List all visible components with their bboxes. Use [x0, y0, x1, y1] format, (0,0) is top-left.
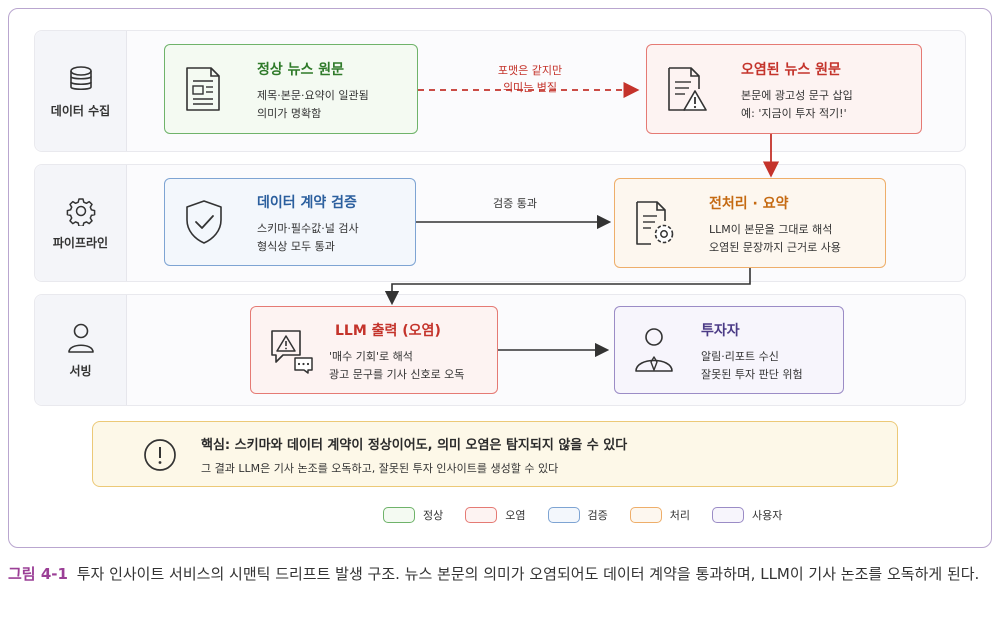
edge-label-format-same: 포맷은 같지만 의미는 변질 [478, 62, 582, 96]
legend-swatch [547, 507, 580, 523]
key-callout: 핵심: 스키마와 데이터 계약이 정상이어도, 의미 오염은 탐지되지 않을 수… [92, 421, 898, 487]
edge-label-line: 포맷은 같지만 [497, 64, 563, 77]
document-icon [186, 67, 220, 111]
legend-swatch [712, 507, 744, 523]
node-llm-output: LLM 출력 (오염) '매수 기회'로 해석 광고 문구를 기사 신호로 오독 [250, 306, 498, 394]
node-title: 정상 뉴스 원문 [257, 62, 345, 78]
node-title: 데이터 계약 검증 [257, 195, 357, 211]
lane-label: 데이터 수집 [50, 103, 111, 118]
node-title: 오염된 뉴스 원문 [741, 62, 841, 78]
legend-item-user: 사용자 [712, 507, 782, 523]
legend-item-process: 처리 [629, 507, 690, 523]
database-icon [69, 65, 92, 90]
node-line: 제목·본문·요약이 일관됨 [257, 89, 369, 102]
callout-key: 핵심: [201, 438, 231, 453]
node-line: 잘못된 투자 판단 위험 [701, 368, 803, 381]
callout-title-text: 스키마와 데이터 계약이 정상이어도, 의미 오염은 탐지되지 않을 수 있다 [234, 438, 628, 453]
node-line: 형식상 모두 통과 [257, 240, 335, 253]
lane-head-pipeline: 파이프라인 [35, 165, 127, 281]
lane-label: 서빙 [69, 363, 92, 378]
edge-label-check-pass: 검증 통과 [493, 197, 537, 210]
caption-number: 그림 4-1 [8, 565, 68, 583]
legend-label: 처리 [669, 509, 690, 522]
legend-item-tainted: 오염 [465, 507, 526, 523]
node-tainted-news: 오염된 뉴스 원문 본문에 광고성 문구 삽입 예: '지금이 투자 적기!' [646, 44, 922, 134]
node-line: 본문에 광고성 문구 삽입 [741, 89, 853, 102]
lane-label: 파이프라인 [52, 235, 109, 250]
lane-head-serving: 서빙 [35, 295, 127, 405]
legend-swatch [383, 507, 415, 523]
caption-text: 투자 인사이트 서비스의 시맨틱 드리프트 발생 구조. 뉴스 본문의 의미가 … [76, 565, 980, 583]
chat-warning-icon [271, 330, 313, 374]
node-line: 알림·리포트 수신 [701, 350, 779, 363]
legend-item-check: 검증 [547, 507, 608, 523]
gear-icon [66, 197, 95, 226]
node-line: 광고 문구를 기사 신호로 오독 [329, 368, 465, 381]
node-line: 스키마·필수값·널 검사 [257, 222, 359, 235]
user-icon [67, 323, 94, 353]
node-investor: 투자자 알림·리포트 수신 잘못된 투자 판단 위험 [614, 306, 844, 394]
legend-swatch [465, 507, 498, 523]
legend-label: 정상 [423, 509, 444, 522]
node-preprocess: 전처리 · 요약 LLM이 본문을 그대로 해석 오염된 문장까지 근거로 사용 [614, 178, 886, 268]
shield-check-icon [186, 200, 222, 244]
figure-caption: 그림 4-1 투자 인사이트 서비스의 시맨틱 드리프트 발생 구조. 뉴스 본… [8, 560, 992, 589]
node-line: 오염된 문장까지 근거로 사용 [709, 241, 841, 254]
lane-head-data-collection: 데이터 수집 [35, 31, 127, 151]
node-title: LLM 출력 (오염) [335, 323, 441, 339]
callout-title: 핵심: 스키마와 데이터 계약이 정상이어도, 의미 오염은 탐지되지 않을 수… [201, 434, 627, 453]
legend-label: 검증 [587, 509, 608, 522]
node-contract-check: 데이터 계약 검증 스키마·필수값·널 검사 형식상 모두 통과 [164, 178, 416, 266]
legend: 정상 오염 검증 처리 사용자 [383, 507, 782, 523]
callout-subtext: 그 결과 LLM은 기사 논조를 오독하고, 잘못된 투자 인사이트를 생성할 … [201, 462, 559, 475]
node-title: 투자자 [701, 323, 740, 339]
investor-icon [635, 328, 673, 372]
node-line: 예: '지금이 투자 적기!' [741, 107, 847, 120]
node-line: LLM이 본문을 그대로 해석 [709, 223, 833, 236]
node-line: 의미가 명확함 [257, 107, 322, 120]
node-line: '매수 기회'로 해석 [329, 350, 413, 363]
edge-label-line: 의미는 변질 [502, 81, 558, 94]
legend-item-normal: 정상 [383, 507, 443, 523]
alert-circle-icon [144, 439, 176, 471]
legend-swatch [629, 507, 662, 523]
legend-label: 사용자 [752, 509, 783, 522]
node-title: 전처리 · 요약 [709, 196, 789, 212]
document-gear-icon [636, 201, 674, 245]
legend-label: 오염 [505, 509, 526, 522]
node-normal-news: 정상 뉴스 원문 제목·본문·요약이 일관됨 의미가 명확함 [164, 44, 418, 134]
document-warning-icon [668, 67, 707, 111]
